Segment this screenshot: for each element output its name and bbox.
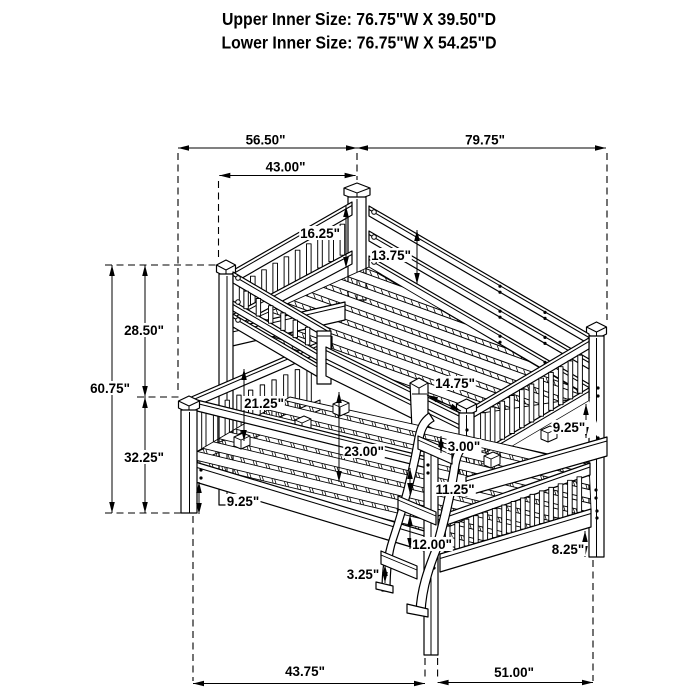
svg-text:3.00": 3.00"	[448, 439, 480, 454]
svg-text:9.25": 9.25"	[553, 420, 585, 435]
svg-text:13.75": 13.75"	[371, 248, 411, 263]
svg-text:51.00": 51.00"	[494, 665, 534, 680]
svg-text:60.75": 60.75"	[90, 381, 130, 396]
svg-text:14.75": 14.75"	[435, 376, 475, 391]
svg-text:8.25": 8.25"	[552, 542, 584, 557]
svg-text:Upper Inner Size: 76.75"W X 39: Upper Inner Size: 76.75"W X 39.50"D	[222, 9, 496, 29]
svg-text:32.25": 32.25"	[124, 450, 164, 465]
svg-text:43.75": 43.75"	[285, 664, 325, 679]
svg-text:28.50": 28.50"	[124, 323, 164, 338]
svg-text:Lower Inner Size: 76.75"W X 54: Lower Inner Size: 76.75"W X 54.25"D	[222, 33, 497, 53]
svg-text:21.25": 21.25"	[244, 396, 284, 411]
svg-text:12.00": 12.00"	[412, 537, 452, 552]
svg-text:16.25": 16.25"	[300, 226, 340, 241]
svg-text:11.25": 11.25"	[435, 482, 474, 497]
svg-text:56.50": 56.50"	[246, 132, 286, 147]
svg-text:3.25": 3.25"	[347, 567, 379, 582]
svg-text:43.00": 43.00"	[266, 159, 306, 174]
svg-text:23.00": 23.00"	[344, 444, 384, 459]
svg-text:79.75": 79.75"	[465, 132, 505, 147]
svg-text:9.25": 9.25"	[227, 494, 259, 509]
